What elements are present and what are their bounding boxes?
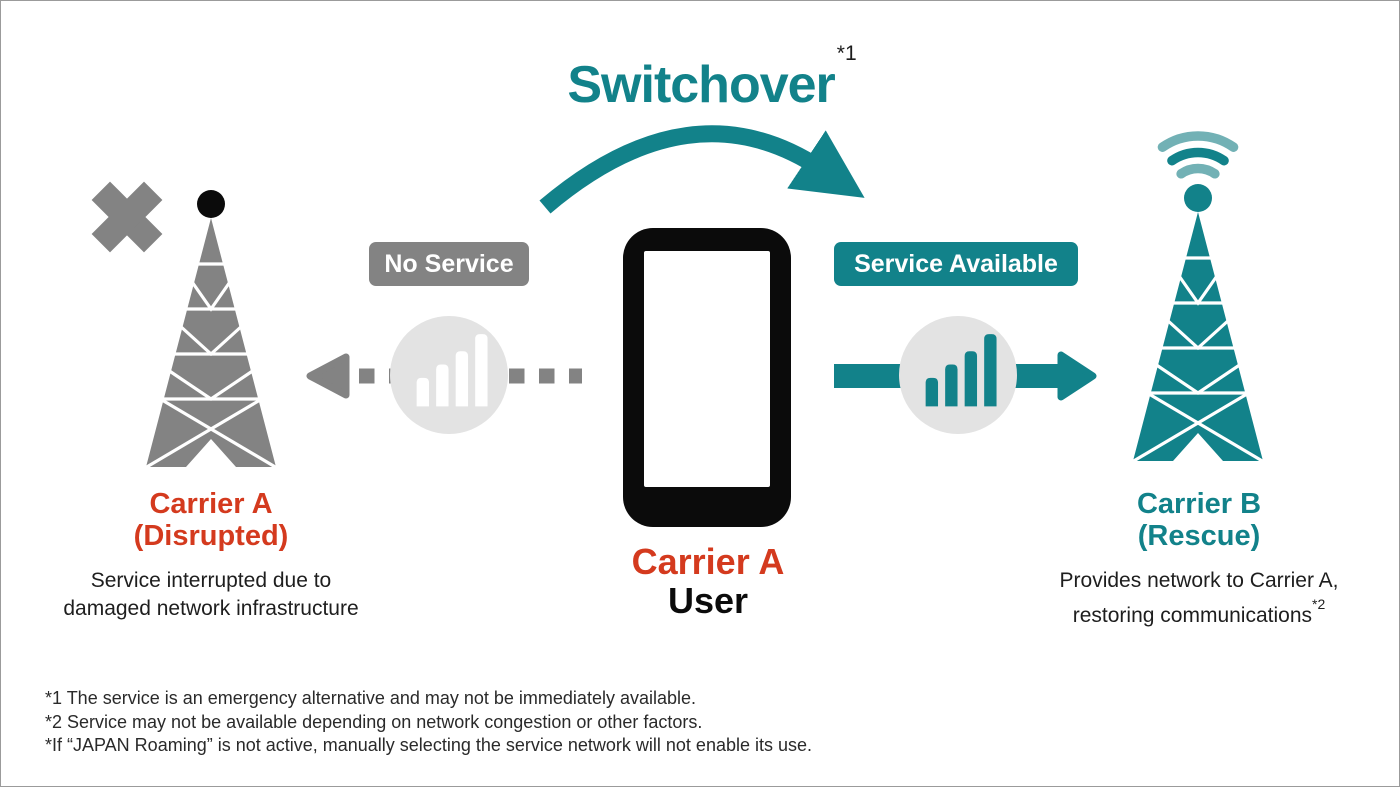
signal-bars-icon bbox=[925, 334, 997, 407]
carrier-b-description: Provides network to Carrier A, restoring… bbox=[1009, 567, 1389, 630]
carrier-b-description-line2: restoring communications*2 bbox=[1009, 595, 1389, 630]
carrier-a-disrupted-label: Carrier A (Disrupted) bbox=[31, 488, 391, 552]
footnotes: *1 The service is an emergency alternati… bbox=[45, 687, 812, 758]
footnote-2: *2 Service may not be available dependin… bbox=[45, 711, 703, 732]
carrier-b-footnote-ref: *2 bbox=[1312, 596, 1326, 612]
title-text: Switchover bbox=[567, 56, 835, 114]
carrier-a-name: Carrier A bbox=[149, 488, 273, 520]
page-title: Switchover*1 bbox=[421, 42, 1001, 115]
curved-arrow-right-icon bbox=[539, 125, 865, 214]
user-carrier-name: Carrier A bbox=[631, 541, 785, 582]
signal-bars-icon bbox=[416, 334, 488, 407]
carrier-b-description-line2-text: restoring communications bbox=[1072, 604, 1313, 627]
carrier-a-description: Service interrupted due to damaged netwo… bbox=[21, 567, 401, 623]
smartphone-screen bbox=[644, 251, 770, 487]
title-footnote-ref: *1 bbox=[836, 41, 857, 65]
cell-tower-waves-icon bbox=[1131, 131, 1265, 464]
carrier-a-description-line2: damaged network infrastructure bbox=[63, 597, 359, 620]
service-available-badge-label: Service Available bbox=[854, 249, 1058, 278]
user-label: User bbox=[667, 580, 749, 621]
carrier-b-description-line1: Provides network to Carrier A, bbox=[1059, 569, 1339, 592]
carrier-a-description-line1: Service interrupted due to bbox=[90, 569, 332, 592]
carrier-a-user-label: Carrier A User bbox=[528, 542, 888, 620]
carrier-b-name: Carrier B bbox=[1136, 488, 1262, 520]
footnote-1: *1 The service is an emergency alternati… bbox=[45, 688, 697, 708]
carrier-b-status: (Rescue) bbox=[1137, 520, 1261, 552]
signal-circle bbox=[899, 316, 1017, 434]
no-service-badge: No Service bbox=[369, 242, 529, 286]
cell-tower-icon bbox=[144, 190, 278, 470]
no-signal-circle bbox=[390, 316, 508, 434]
no-service-badge-label: No Service bbox=[384, 249, 514, 278]
carrier-a-status: (Disrupted) bbox=[133, 520, 289, 552]
service-available-badge: Service Available bbox=[834, 242, 1078, 286]
carrier-b-rescue-label: Carrier B (Rescue) bbox=[1019, 488, 1379, 552]
footnote-3: *If “JAPAN Roaming” is not active, manua… bbox=[45, 735, 813, 755]
x-icon bbox=[91, 181, 163, 253]
smartphone-icon bbox=[623, 228, 791, 527]
